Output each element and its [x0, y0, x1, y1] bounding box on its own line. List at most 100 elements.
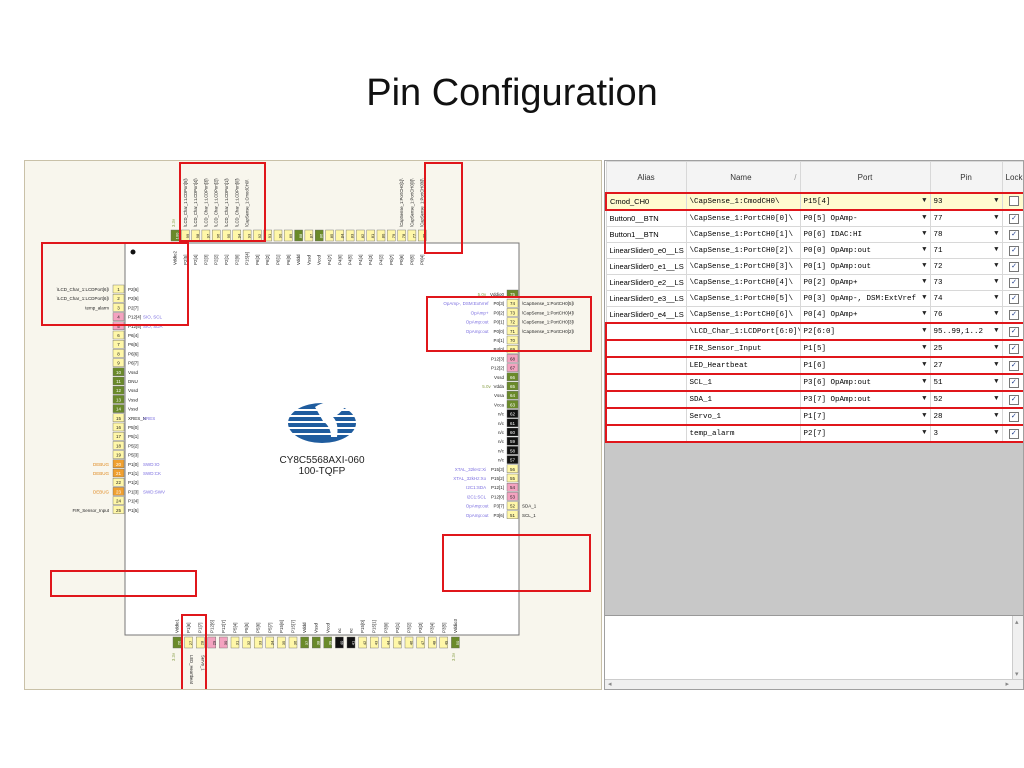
dropdown-arrow-icon[interactable]: ▼ [994, 395, 999, 403]
lock-checkbox[interactable]: ✓ [1008, 327, 1019, 337]
pin-cell[interactable]: 76▼ [929, 306, 1003, 324]
lock-checkbox[interactable]: ✓ [1009, 278, 1019, 288]
lock-checkbox[interactable]: ✓ [1008, 429, 1019, 439]
pin-box[interactable] [242, 636, 251, 649]
pin-box[interactable] [184, 636, 193, 649]
pin-box[interactable] [393, 636, 402, 649]
name-cell[interactable]: \CapSense_1:PortCH0[2]\ [685, 242, 801, 259]
lock-checkbox[interactable]: ✓ [1008, 361, 1019, 371]
name-cell[interactable]: \LCD_Char_1:LCDPort[6:0]\ [685, 322, 801, 341]
pin-box[interactable] [112, 349, 125, 358]
pin-box[interactable] [277, 636, 286, 649]
pin-box[interactable] [506, 501, 519, 510]
lock-checkbox[interactable]: ✓ [1009, 214, 1019, 224]
pin-box[interactable] [418, 229, 427, 242]
dropdown-arrow-icon[interactable]: ▼ [994, 310, 999, 318]
pin-box[interactable] [506, 510, 519, 519]
name-cell[interactable]: FIR_Sensor_Input [685, 339, 801, 358]
pin-box[interactable] [506, 409, 519, 418]
table-row[interactable]: LinearSlider0_e2__LS\CapSense_1:PortCH0[… [605, 274, 1023, 291]
port-cell[interactable]: P1[6]▼ [799, 356, 931, 375]
pin-box[interactable] [230, 636, 240, 649]
name-cell[interactable]: \CapSense_1:PortCH0[3]\ [685, 258, 801, 275]
lock-checkbox[interactable]: ✓ [1008, 395, 1019, 405]
dropdown-arrow-icon[interactable]: ▼ [994, 429, 999, 437]
port-header[interactable]: Port [799, 161, 931, 194]
pin-cell[interactable]: 71▼ [929, 242, 1003, 259]
name-cell[interactable]: LED_Heartbeat [685, 356, 801, 375]
lock-header[interactable]: Lock [1001, 161, 1023, 194]
pin-box[interactable] [506, 372, 519, 382]
scroll-up-icon[interactable]: ▴ [1015, 619, 1019, 626]
dropdown-arrow-icon[interactable]: ▼ [994, 246, 999, 254]
pin-box[interactable] [506, 363, 519, 372]
pin-box[interactable] [112, 376, 125, 386]
pin-box[interactable] [112, 441, 125, 450]
name-cell[interactable]: \CapSense_1:PortCH0[6]\ [685, 306, 801, 324]
pin-box[interactable] [265, 636, 275, 649]
pin-cell[interactable]: 77▼ [929, 209, 1003, 227]
port-cell[interactable]: P1[5]▼ [799, 339, 931, 358]
dropdown-arrow-icon[interactable]: ▼ [994, 230, 999, 238]
pin-box[interactable] [506, 326, 519, 336]
pin-box[interactable] [397, 229, 406, 242]
pin-box[interactable] [112, 367, 125, 377]
pin-box[interactable] [506, 427, 519, 437]
pin-box[interactable] [346, 636, 356, 649]
port-cell[interactable]: P0[5] OpAmp-▼ [799, 209, 931, 227]
table-row[interactable]: Cmod_CH0\CapSense_1:CmodCH0\P15[4]▼93▼ [605, 192, 1023, 211]
pin-box[interactable] [370, 636, 379, 649]
pin-cell[interactable]: 93▼ [929, 192, 1003, 211]
pin-box[interactable] [345, 229, 355, 242]
dropdown-arrow-icon[interactable]: ▼ [922, 278, 927, 286]
pin-box[interactable] [506, 354, 519, 363]
pin-cell[interactable]: 52▼ [929, 390, 1003, 409]
alias-cell[interactable] [605, 390, 687, 409]
pin-box[interactable] [335, 636, 344, 649]
pin-box[interactable] [506, 298, 519, 308]
dropdown-arrow-icon[interactable]: ▼ [922, 429, 927, 437]
name-cell[interactable]: SDA_1 [685, 390, 801, 409]
pin-cell[interactable]: 72▼ [929, 258, 1003, 275]
port-cell[interactable]: P0[2] OpAmp+▼ [799, 274, 931, 291]
dropdown-arrow-icon[interactable]: ▼ [922, 262, 927, 270]
dropdown-arrow-icon[interactable]: ▼ [922, 214, 927, 222]
pin-box[interactable] [112, 312, 125, 321]
horizontal-scrollbar[interactable]: ◂ ▸ [605, 679, 1023, 689]
pin-box[interactable] [284, 229, 293, 242]
lock-checkbox[interactable]: ✓ [1009, 246, 1019, 256]
alias-header[interactable]: Alias [605, 161, 687, 194]
port-cell[interactable]: P3[6] OpAmp:out▼ [799, 373, 931, 392]
pin-box[interactable] [263, 229, 272, 242]
alias-cell[interactable] [605, 339, 687, 358]
alias-cell[interactable]: LinearSlider0_e0__LS [605, 242, 687, 259]
pin-box[interactable] [112, 422, 125, 432]
alias-cell[interactable]: LinearSlider0_e2__LS [605, 274, 687, 291]
dropdown-arrow-icon[interactable]: ▼ [922, 294, 927, 302]
pin-box[interactable] [506, 473, 519, 483]
pin-box[interactable] [358, 636, 367, 649]
name-cell[interactable]: \CapSense_1:CmodCH0\ [685, 192, 801, 211]
port-cell[interactable]: P0[6] IDAC:HI▼ [799, 226, 931, 243]
pin-box[interactable] [506, 464, 519, 473]
pin-box[interactable] [273, 229, 283, 242]
pin-box[interactable] [325, 229, 334, 242]
lock-checkbox[interactable]: ✓ [1008, 412, 1019, 422]
name-cell[interactable]: \CapSense_1:PortCH0[1]\ [685, 226, 801, 243]
pin-box[interactable] [506, 483, 519, 492]
dropdown-arrow-icon[interactable]: ▼ [994, 278, 999, 286]
pin-cell[interactable]: 73▼ [929, 274, 1003, 291]
alias-cell[interactable]: LinearSlider0_e3__LS [605, 290, 687, 307]
scroll-down-icon[interactable]: ▾ [1015, 671, 1019, 678]
pin-box[interactable] [506, 335, 519, 345]
alias-cell[interactable] [605, 424, 687, 443]
pin-assignment-grid[interactable]: Alias Name/ Port Pin Lock Cmod_CH0\CapSe… [604, 160, 1024, 690]
pin-box[interactable] [304, 229, 314, 242]
pin-box[interactable] [219, 636, 228, 649]
table-row[interactable]: Button0__BTN\CapSense_1:PortCH0[0]\P0[5]… [605, 209, 1023, 227]
lock-checkbox[interactable]: ✓ [1009, 230, 1019, 240]
